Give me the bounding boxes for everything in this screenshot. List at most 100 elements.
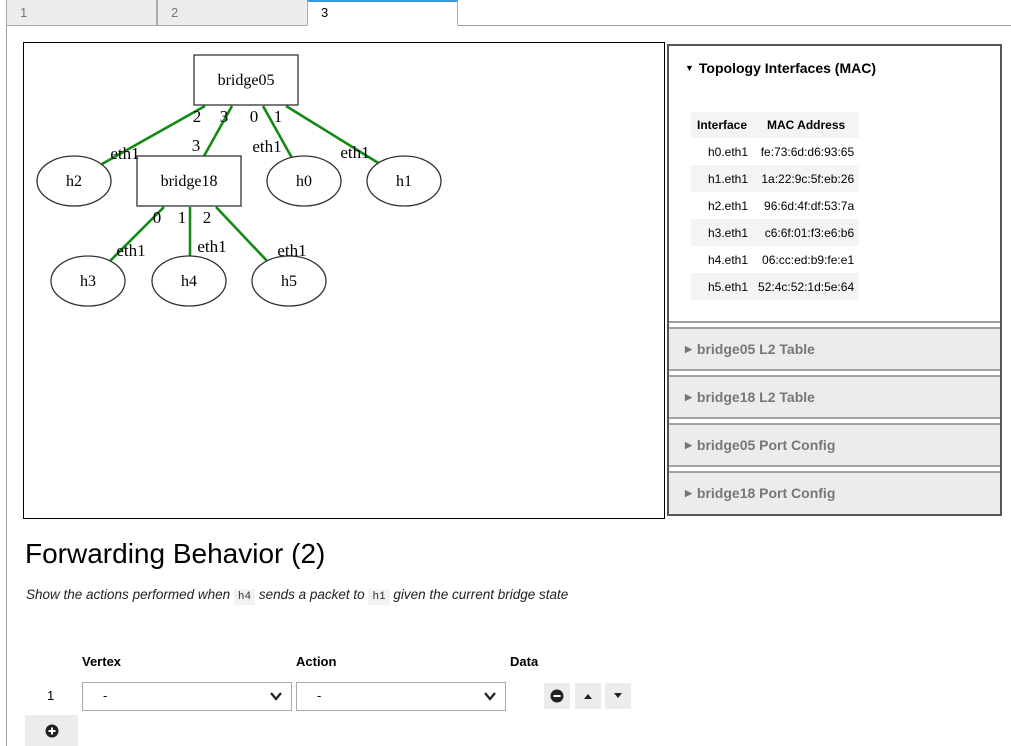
tab-2[interactable]: 2	[157, 0, 308, 26]
content-border	[6, 25, 7, 746]
section-bridge05-l2-table[interactable]: ▶ bridge05 L2 Table	[669, 327, 1000, 371]
chevron-down-icon	[270, 692, 282, 701]
table-row: h3.eth1 c6:6f:01:f3:e6:b6	[691, 219, 860, 246]
vertex-select-value: -	[103, 688, 108, 703]
table-row: h5.eth1 52:4c:52:1d:5e:64	[691, 273, 860, 300]
plus-circle-icon	[45, 724, 58, 737]
edge-bridge18-h3	[107, 206, 165, 264]
caret-right-icon: ▶	[685, 344, 692, 354]
mac-cell: 06:cc:ed:b9:fe:e1	[762, 252, 855, 267]
section-title-label: bridge05 Port Config	[696, 437, 836, 453]
port-label: 0	[153, 208, 162, 227]
node-label-h3: h3	[80, 273, 96, 290]
edge-bridge05-bridge18	[202, 105, 234, 157]
edge-bridge18-h5	[215, 206, 270, 264]
port-label: 1	[178, 208, 187, 227]
node-h4[interactable]	[151, 255, 227, 307]
edge-bridge05-h2	[101, 104, 206, 166]
caret-down-icon: ▼	[685, 63, 694, 73]
port-label: 3	[220, 107, 229, 126]
add-row-button[interactable]	[25, 715, 78, 746]
node-label-h4: h4	[181, 273, 197, 290]
tab-3[interactable]: 3	[307, 0, 458, 26]
section-title-label: bridge18 L2 Table	[696, 389, 815, 405]
edges	[101, 104, 381, 264]
node-label-bridge18: bridge18	[161, 173, 218, 190]
edge-bridge05-h1	[285, 104, 381, 166]
column-header-mac: MAC Address	[753, 112, 860, 138]
interface-cell: h0.eth1	[707, 144, 749, 159]
tab-1[interactable]: 1	[6, 0, 157, 26]
action-select[interactable]: -	[296, 682, 506, 711]
node-label-h0: h0	[296, 173, 312, 190]
caret-down-icon	[614, 693, 622, 698]
table-row: h2.eth1 96:6d:4f:df:53:7a	[691, 192, 859, 219]
node-labels: bridge05 bridge18 h0 h1 h2 h3 h4 h5	[66, 72, 412, 290]
remove-row-button[interactable]	[544, 683, 570, 709]
move-up-button[interactable]	[575, 683, 601, 709]
section-title-label: Topology Interfaces (MAC)	[698, 60, 876, 76]
section-topology-interfaces: ▼ Topology Interfaces (MAC) Interface MAC…	[669, 46, 1000, 323]
desc-text: Show the actions performed when	[26, 587, 231, 602]
section-bridge18-l2-table[interactable]: ▶ bridge18 L2 Table	[669, 375, 1000, 419]
port-labels: 2 3 0 1 eth1 3 eth1 eth1 0 1 2 eth1 eth1…	[110, 107, 369, 260]
destination-host-code: h1	[368, 589, 390, 605]
tab-baseline	[6, 25, 1011, 26]
port-label: eth1	[116, 241, 145, 260]
move-down-button[interactable]	[605, 683, 631, 709]
mac-cell: 52:4c:52:1d:5e:64	[753, 273, 860, 300]
node-h3[interactable]	[50, 255, 126, 307]
info-panel: ▼ Topology Interfaces (MAC) Interface MAC…	[667, 44, 1002, 516]
port-label: 2	[203, 208, 212, 227]
node-bridge18[interactable]	[136, 155, 242, 207]
node-h5[interactable]	[251, 255, 327, 307]
node-h1[interactable]	[366, 155, 442, 207]
column-header-vertex: Vertex	[82, 654, 122, 669]
port-label: 3	[192, 136, 201, 155]
caret-up-icon	[584, 694, 592, 699]
action-select-value: -	[317, 688, 322, 703]
section-title-label: bridge05 L2 Table	[696, 341, 815, 357]
node-h0[interactable]	[266, 155, 342, 207]
column-header-action: Action	[296, 654, 337, 669]
section-bridge18-port-config[interactable]: ▶ bridge18 Port Config	[669, 471, 1000, 514]
port-label: eth1	[277, 241, 306, 260]
desc-text: sends a packet to	[258, 587, 365, 602]
topology-graph[interactable]: bridge05 bridge18 h0 h1 h2 h3 h4 h5 2 3 …	[23, 42, 665, 519]
node-label-h2: h2	[66, 173, 82, 190]
port-label: eth1	[252, 137, 281, 156]
port-label: eth1	[110, 144, 139, 163]
caret-right-icon: ▶	[685, 488, 692, 498]
node-h2[interactable]	[36, 155, 112, 207]
table-row: h4.eth1 06:cc:ed:b9:fe:e1	[691, 246, 859, 273]
node-bridge05[interactable]	[193, 54, 299, 106]
interface-cell: h2.eth1	[707, 198, 749, 213]
forwarding-description: Show the actions performed when h4 sends…	[26, 587, 568, 605]
vertex-select[interactable]: -	[82, 682, 292, 711]
row-number: 1	[47, 688, 55, 703]
section-bridge05-port-config[interactable]: ▶ bridge05 Port Config	[669, 423, 1000, 467]
mac-cell: c6:6f:01:f3:e6:b6	[753, 219, 860, 246]
topology-svg: bridge05 bridge18 h0 h1 h2 h3 h4 h5 2 3 …	[36, 54, 442, 307]
nodes	[36, 54, 442, 307]
caret-right-icon: ▶	[685, 440, 692, 450]
node-label-bridge05: bridge05	[218, 72, 275, 89]
section-title-label: bridge18 Port Config	[696, 485, 836, 501]
port-label: 1	[274, 107, 283, 126]
port-label: 0	[250, 107, 259, 126]
mac-table: Interface MAC Address h0.eth1 fe:73:6d:d…	[691, 112, 860, 300]
column-header-data: Data	[510, 654, 539, 669]
caret-right-icon: ▶	[685, 392, 692, 402]
port-label: eth1	[197, 237, 226, 256]
mac-cell: fe:73:6d:d6:93:65	[760, 144, 855, 159]
table-row: h1.eth1 1a:22:9c:5f:eb:26	[691, 165, 860, 192]
section-header-topology-interfaces[interactable]: ▼ Topology Interfaces (MAC)	[685, 60, 876, 76]
node-label-h1: h1	[396, 173, 412, 190]
table-row: h0.eth1 fe:73:6d:d6:93:65	[691, 138, 859, 165]
minus-circle-icon	[550, 689, 564, 703]
tab-bar: 1 2 3	[0, 0, 1011, 26]
edge-bridge05-h0	[261, 105, 294, 159]
port-label: eth1	[340, 143, 369, 162]
column-header-interface: Interface	[691, 112, 754, 138]
interface-cell: h3.eth1	[691, 219, 754, 246]
